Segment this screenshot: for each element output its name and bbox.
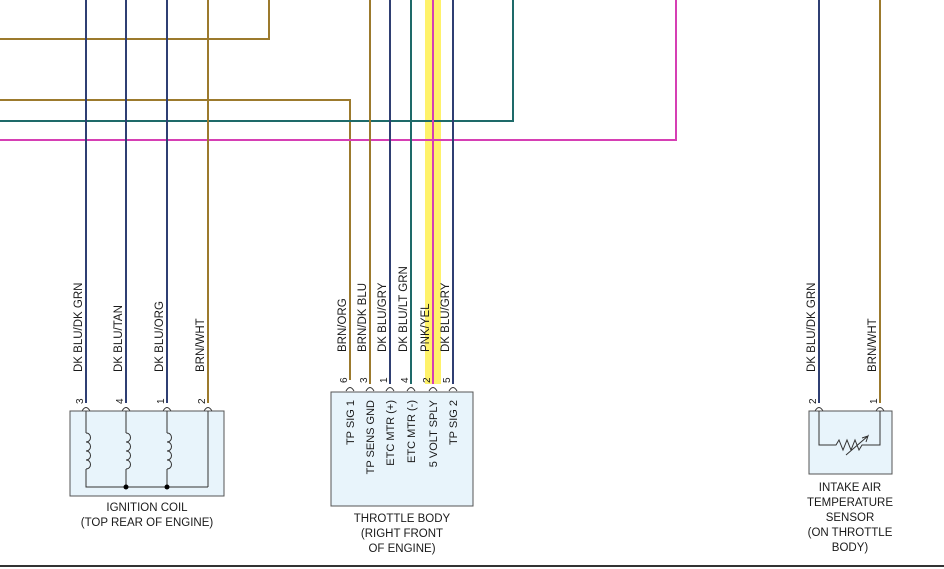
wire-color-label: DK BLU/DK GRN bbox=[806, 283, 818, 372]
pin-number: 5 bbox=[442, 377, 453, 383]
throttle-body-caption-3: OF ENGINE) bbox=[368, 543, 435, 555]
harness-wire-tan-upper bbox=[0, 0, 270, 40]
connector-pin-icon bbox=[875, 407, 885, 412]
coil-winding-icon bbox=[85, 411, 209, 488]
wire-color-label: DK BLU/GRY bbox=[440, 282, 452, 352]
iat-caption-5: BODY) bbox=[832, 542, 869, 554]
connector-pin-icon bbox=[345, 387, 355, 392]
connector-pin-icon bbox=[121, 407, 131, 412]
wire-color-label: DK BLU/LT GRN bbox=[398, 266, 410, 352]
wire-color-label: BRN/ORG bbox=[337, 298, 349, 352]
signal-name-label: TP SIG 2 bbox=[448, 400, 460, 445]
iat-sensor-body bbox=[808, 410, 893, 475]
signal-name-label: TP SIG 1 bbox=[345, 400, 357, 445]
pin-number: 6 bbox=[339, 377, 350, 383]
pin-number: 3 bbox=[359, 377, 370, 383]
wire-color-label: BRN/WHT bbox=[195, 318, 207, 372]
junction-dot bbox=[123, 484, 129, 490]
pin-number: 2 bbox=[422, 377, 433, 383]
pin-number: 4 bbox=[400, 377, 411, 383]
wire-color-label: BRN/DK BLU bbox=[357, 283, 369, 352]
iat-caption-4: (ON THROTTLE bbox=[808, 527, 893, 539]
ignition-coil-caption-2: (TOP REAR OF ENGINE) bbox=[81, 517, 214, 529]
iat-caption-1: INTAKE AIR bbox=[819, 482, 881, 494]
signal-name-label: TP SENS GND bbox=[365, 400, 377, 474]
iat-caption-2: TEMPERATURE bbox=[807, 497, 893, 509]
pin-number: 2 bbox=[808, 398, 819, 404]
signal-name-label: 5 VOLT SPLY bbox=[428, 399, 440, 467]
throttle-body-caption-1: THROTTLE BODY bbox=[354, 513, 451, 525]
connector-pin-icon bbox=[385, 387, 395, 392]
wire-color-label: PNK/YEL bbox=[420, 303, 432, 352]
harness-wire-teal bbox=[0, 0, 514, 122]
ignition-coil-body bbox=[69, 410, 225, 497]
harness-wire-magenta bbox=[0, 0, 677, 141]
iat-caption-3: SENSOR bbox=[826, 512, 875, 524]
throttle-body: TP SIG 1 TP SENS GND ETC MTR (+) ETC MTR (-… bbox=[330, 391, 474, 555]
connector-pin-icon bbox=[428, 387, 438, 392]
pin-number: 4 bbox=[115, 398, 126, 404]
throttle-body-box bbox=[330, 391, 474, 507]
intake-air-temp-sensor: INTAKE AIR TEMPERATURE SENSOR (ON THROTT… bbox=[807, 410, 893, 554]
pin-number: 1 bbox=[869, 398, 880, 404]
pin-number: 2 bbox=[197, 398, 208, 404]
pin-number: 1 bbox=[379, 377, 390, 383]
connector-pin-icon bbox=[406, 387, 416, 392]
connector-pin-icon bbox=[365, 387, 375, 392]
connector-pin-icon bbox=[448, 387, 458, 392]
wire-color-label: DK BLU/DK GRN bbox=[73, 283, 85, 372]
connector-pin-icon bbox=[814, 407, 824, 412]
connector-pin-icon bbox=[81, 407, 91, 412]
harness-wire-tan-lower bbox=[0, 99, 351, 380]
pin-number: 3 bbox=[75, 398, 86, 404]
ignition-coil-caption-1: IGNITION COIL bbox=[106, 502, 188, 514]
connector-pin-icon bbox=[162, 407, 172, 412]
thermistor-icon bbox=[818, 411, 881, 456]
junction-dot bbox=[164, 484, 170, 490]
wire-color-label: DK BLU/GRY bbox=[377, 282, 389, 352]
throttle-body-caption-2: (RIGHT FRONT bbox=[361, 528, 443, 540]
signal-name-label: ETC MTR (-) bbox=[406, 400, 418, 463]
pin-number: 1 bbox=[156, 398, 167, 404]
wire-color-label: BRN/WHT bbox=[867, 318, 879, 372]
wire-color-label: DK BLU/TAN bbox=[113, 305, 125, 372]
signal-name-label: ETC MTR (+) bbox=[385, 400, 397, 466]
wire-color-label: DK BLU/ORG bbox=[154, 301, 166, 372]
ignition-coil: IGNITION COIL (TOP REAR OF ENGINE) bbox=[69, 410, 225, 529]
connector-pin-icon bbox=[203, 407, 213, 412]
